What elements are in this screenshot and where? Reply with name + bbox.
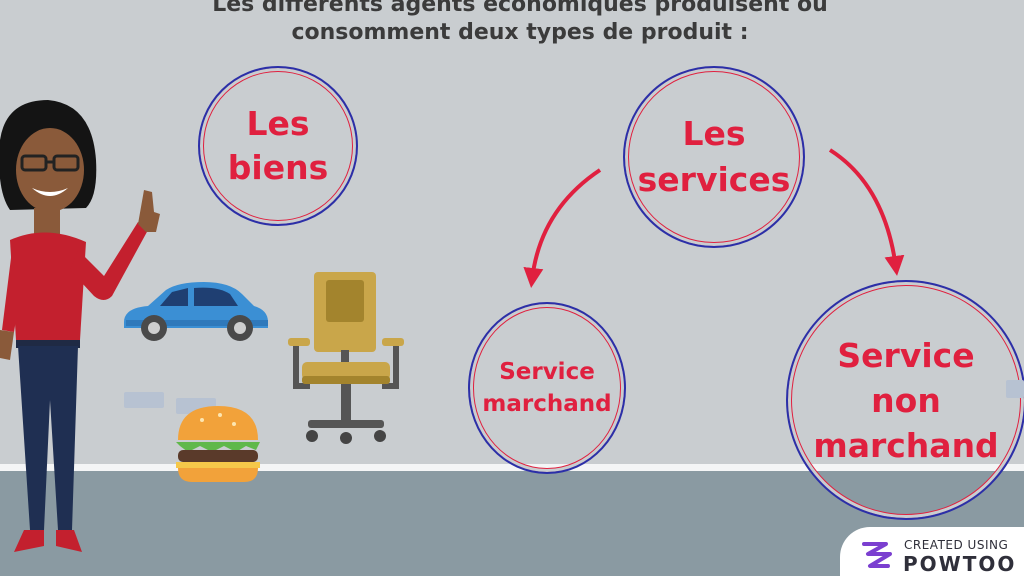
bubble-les-biens-line-1: Les (246, 104, 310, 143)
heading: Les différents agents économiques produi… (120, 0, 920, 47)
badge-created-using: CREATED USING (904, 538, 1009, 552)
teacher-figure (0, 100, 160, 552)
arrow-to-marchand (523, 168, 602, 288)
burger-icon (176, 406, 260, 482)
bubble-les-biens: Les biens (198, 66, 358, 226)
bubble-service-non-marchand: Service non marchand (786, 280, 1024, 520)
heading-line-1: Les différents agents économiques produi… (212, 0, 828, 17)
arrow-to-non-marchand (828, 148, 905, 276)
bubble-service-marchand-line-2: marchand (482, 391, 612, 417)
heading-line-2: consomment deux types de produit : (291, 20, 749, 45)
office-chair-icon (288, 272, 404, 444)
wall-dash-1 (124, 392, 164, 408)
bubble-les-services-line-2: services (637, 160, 791, 199)
bubble-service-non-marchand-line-1: Service (837, 335, 975, 375)
bubble-les-services: Les services (623, 66, 805, 248)
bubble-service-marchand-line-1: Service (499, 359, 595, 385)
bubble-service-non-marchand-line-3: marchand (813, 425, 999, 465)
bubble-service-marchand: Service marchand (468, 302, 626, 474)
floor-line (0, 464, 1024, 471)
powtoon-logo-icon (862, 542, 892, 568)
badge-brand: POWTOO (903, 552, 1017, 576)
bubble-service-non-marchand-line-2: non (871, 380, 941, 420)
bubble-les-services-line-1: Les (682, 114, 746, 153)
bubble-les-biens-line-2: biens (227, 148, 329, 187)
car-icon (124, 282, 268, 341)
wall-dash-3 (1006, 380, 1024, 398)
